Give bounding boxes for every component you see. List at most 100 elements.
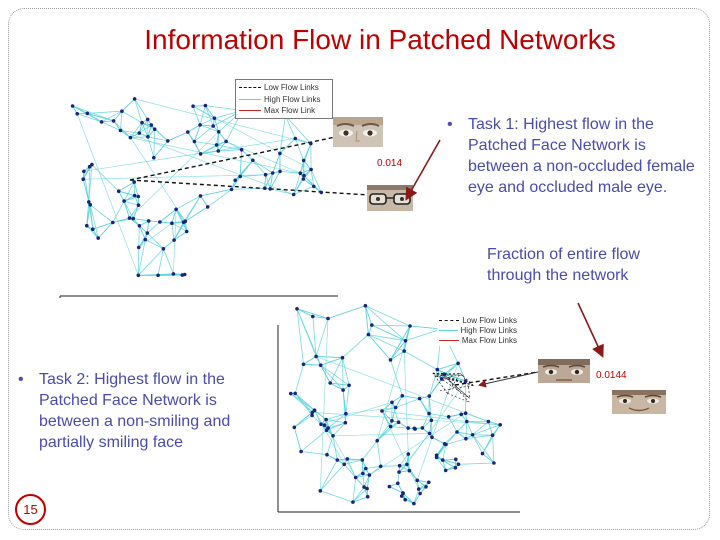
network-node xyxy=(149,123,154,127)
high-flow-link xyxy=(299,160,305,174)
network-node xyxy=(412,501,416,506)
high-flow-link xyxy=(365,465,381,469)
network-node xyxy=(191,104,195,108)
high-flow-link xyxy=(171,223,175,241)
high-flow-link xyxy=(175,209,188,232)
high-flow-link xyxy=(134,98,149,120)
high-flow-swatch xyxy=(239,98,261,100)
high-flow-link xyxy=(141,122,155,130)
high-flow-link xyxy=(316,356,343,359)
high-flow-link xyxy=(395,395,403,408)
high-flow-link xyxy=(397,472,400,484)
flow-value-label: 0.0144 xyxy=(596,370,627,381)
slide-title: Information Flow in Patched Networks xyxy=(144,24,616,55)
high-flow-link xyxy=(138,225,140,248)
network-node xyxy=(365,494,370,499)
network-node xyxy=(99,120,104,124)
network-node xyxy=(397,463,402,468)
high-flow-link xyxy=(88,164,93,202)
network-links xyxy=(72,98,322,276)
network-node xyxy=(396,481,400,486)
network-node xyxy=(402,349,407,353)
high-flow-link xyxy=(285,115,312,144)
high-flow-link xyxy=(89,204,99,239)
network-node xyxy=(91,227,95,231)
network-node xyxy=(291,192,296,197)
high-flow-link xyxy=(269,172,274,189)
high-flow-link xyxy=(173,231,187,241)
high-flow-link xyxy=(402,493,415,504)
high-flow-link xyxy=(422,413,430,429)
high-flow-link xyxy=(365,305,373,326)
network-node xyxy=(480,451,485,456)
high-flow-link xyxy=(120,111,123,131)
legend-item-high: High Flow Links xyxy=(239,94,329,106)
low-flow-link xyxy=(446,377,470,399)
high-flow-link xyxy=(294,138,305,161)
high-flow-link xyxy=(363,474,370,488)
high-flow-link xyxy=(320,357,343,366)
high-flow-link xyxy=(231,176,241,190)
network-node xyxy=(146,135,150,139)
high-flow-link xyxy=(86,225,99,239)
network-node xyxy=(464,436,468,441)
bullet-mark: • xyxy=(447,116,453,133)
high-flow-link xyxy=(101,121,121,131)
network-node xyxy=(345,457,350,461)
high-flow-link xyxy=(293,186,314,195)
high-flow-link xyxy=(76,113,139,276)
network-node xyxy=(408,324,412,328)
bullet-mark: • xyxy=(18,371,24,388)
high-flow-link xyxy=(290,393,315,411)
high-flow-link xyxy=(445,438,467,445)
high-flow-link xyxy=(492,424,501,436)
arrow-to-flow-1 xyxy=(405,139,441,201)
high-flow-link xyxy=(315,356,489,422)
high-flow-link xyxy=(409,325,442,330)
high-flow-link xyxy=(398,464,408,473)
non-smiling-face-patch-image xyxy=(538,359,590,383)
high-flow-link xyxy=(389,486,404,494)
high-flow-link xyxy=(419,482,430,494)
high-flow-link xyxy=(101,110,123,123)
high-flow-link xyxy=(442,444,447,461)
high-flow-link xyxy=(130,122,143,138)
network-node xyxy=(198,123,202,127)
high-flow-link xyxy=(72,105,114,122)
network-node xyxy=(111,119,116,123)
high-flow-link xyxy=(200,189,232,197)
network-node xyxy=(301,362,306,367)
high-flow-link xyxy=(355,474,370,478)
high-flow-link xyxy=(320,364,350,386)
high-flow-link xyxy=(300,169,312,174)
network-node xyxy=(490,433,495,438)
network-node xyxy=(301,158,306,163)
low-flow-link xyxy=(460,373,474,386)
high-flow-link xyxy=(320,464,345,492)
network-node xyxy=(387,484,392,489)
high-flow-link xyxy=(362,473,365,488)
network-node xyxy=(312,184,316,189)
high-flow-link xyxy=(139,124,152,134)
high-flow-link xyxy=(146,220,150,234)
max-flow-swatch xyxy=(239,110,261,112)
high-flow-link xyxy=(130,136,148,138)
high-flow-link xyxy=(361,440,378,461)
network-node xyxy=(322,423,327,428)
max-flow-swatch xyxy=(439,339,459,341)
high-flow-link xyxy=(265,174,271,190)
high-flow-link xyxy=(312,316,317,357)
network-node xyxy=(403,497,408,502)
network-node xyxy=(319,422,323,427)
max-flow-link xyxy=(454,371,539,386)
high-flow-link xyxy=(465,434,493,440)
network-node xyxy=(238,174,242,179)
network-node xyxy=(216,130,221,134)
network-node xyxy=(145,117,150,122)
network-node xyxy=(427,411,431,416)
network-node xyxy=(120,109,124,113)
high-flow-link xyxy=(129,204,139,219)
high-flow-link xyxy=(294,364,304,394)
